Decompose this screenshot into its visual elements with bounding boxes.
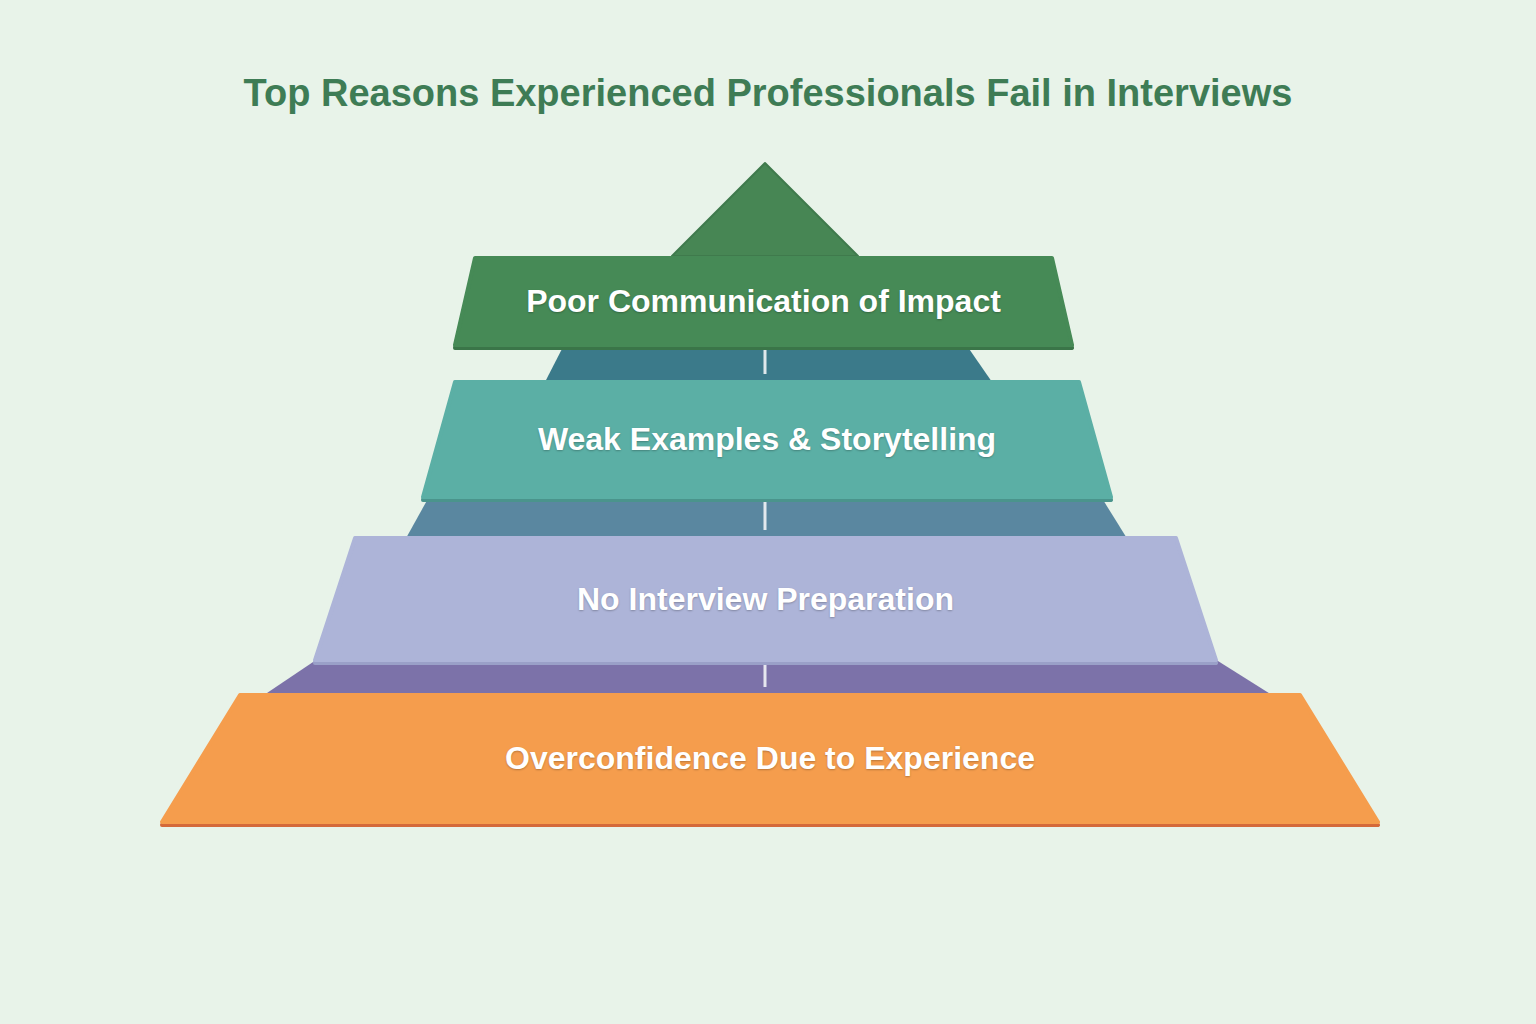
band-face: [315, 538, 1216, 660]
diagram-title: Top Reasons Experienced Professionals Fa…: [0, 72, 1536, 115]
pyramid-band: Weak Examples & Storytelling: [423, 382, 1111, 497]
pyramid-tip: [672, 163, 858, 256]
center-connector: [764, 347, 767, 374]
band-face: [162, 695, 1378, 822]
pyramid-band: Overconfidence Due to Experience: [162, 695, 1378, 822]
band-face: [455, 258, 1072, 345]
band-label: Weak Examples & Storytelling: [423, 382, 1111, 497]
center-connector: [764, 499, 767, 530]
pyramid-band: No Interview Preparation: [315, 538, 1216, 660]
band-label: Overconfidence Due to Experience: [162, 695, 1378, 822]
band-label: No Interview Preparation: [315, 538, 1216, 660]
band-face: [423, 382, 1111, 497]
center-connector: [764, 662, 767, 687]
band-label: Poor Communication of Impact: [455, 258, 1072, 345]
pyramid-band: Poor Communication of Impact: [455, 258, 1072, 345]
